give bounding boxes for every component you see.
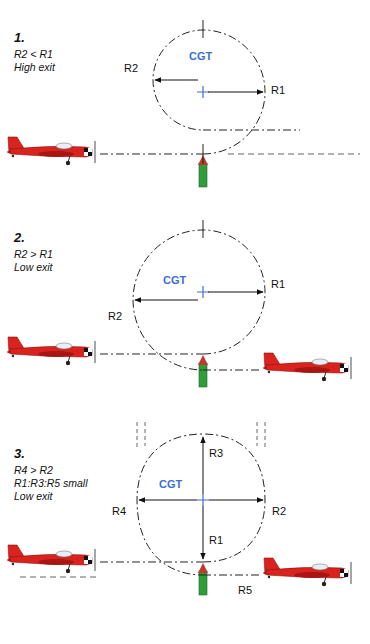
cgt-label: CGT	[159, 478, 182, 491]
circle-shape	[141, 438, 265, 562]
panel-note: R4 > R2	[14, 464, 53, 477]
radius-label: R5	[238, 584, 252, 597]
radius-label: R4	[112, 505, 126, 518]
panel-number: 2.	[14, 230, 25, 246]
radius-label: R2	[108, 310, 122, 323]
panel-two	[7, 220, 351, 387]
panel-note: Low exit	[14, 261, 53, 274]
radius-label: R2	[124, 62, 138, 75]
radius-label: R3	[209, 447, 223, 460]
panel-note: High exit	[14, 61, 55, 74]
panel-number: 3.	[14, 446, 25, 462]
cgt-circle: CGT	[141, 438, 265, 562]
cgt-circle: CGT	[141, 230, 265, 354]
radius-label: R1	[271, 84, 285, 97]
panel-three	[7, 422, 351, 595]
panel-one	[7, 20, 360, 187]
panel-note: R2 > R1	[14, 248, 53, 261]
panel-note: Low exit	[14, 490, 53, 503]
panel-note: R1:R3:R5 small	[14, 477, 88, 490]
radius-label: R1	[271, 278, 285, 291]
panel-number: 1.	[14, 30, 25, 46]
radius-label: R1	[209, 534, 223, 547]
circle-shape	[141, 30, 265, 154]
panel-note: R2 < R1	[14, 48, 53, 61]
radius-label: R2	[272, 505, 286, 518]
cgt-circle: CGT	[141, 30, 265, 154]
cgt-label: CGT	[163, 274, 186, 287]
circle-shape	[141, 230, 265, 354]
cgt-label: CGT	[189, 50, 212, 63]
